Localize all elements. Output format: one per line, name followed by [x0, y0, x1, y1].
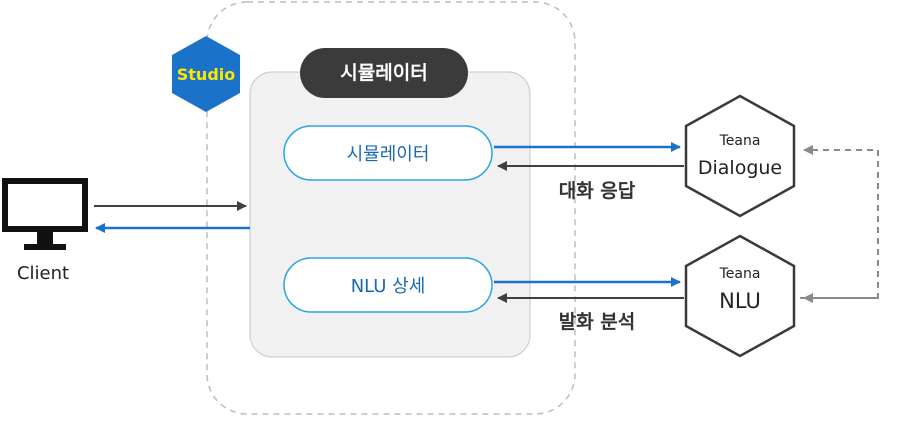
monitor-icon — [2, 178, 88, 250]
simulator-panel — [249, 71, 531, 358]
simulator-button[interactable]: 시뮬레이터 — [283, 125, 493, 181]
nlu-node-line1: Teana — [719, 266, 761, 282]
simulator-header-label: 시뮬레이터 — [340, 62, 427, 84]
nlu-detail-button[interactable]: NLU 상세 — [283, 257, 493, 313]
dialogue-response-label: 대화 응답 — [559, 180, 636, 202]
simulator-header: 시뮬레이터 — [300, 48, 468, 98]
simulator-button-label: 시뮬레이터 — [347, 144, 430, 165]
teana-dialogue-node: Teana Dialogue — [684, 94, 796, 218]
nlu-node-line2: NLU — [719, 289, 761, 313]
studio-badge-label: Studio — [177, 65, 236, 84]
studio-boundary — [206, 1, 576, 415]
utterance-analysis-label: 발화 분석 — [559, 311, 636, 333]
teana-nlu-node: Teana NLU — [684, 234, 796, 358]
dialogue-node-line1: Teana — [719, 133, 761, 149]
client-label: Client — [17, 263, 69, 284]
studio-badge: Studio — [172, 36, 240, 112]
dialogue-node-line2: Dialogue — [698, 157, 782, 179]
dialogue-nlu-dashed-connector — [800, 145, 879, 299]
nlu-detail-button-label: NLU 상세 — [351, 276, 426, 297]
